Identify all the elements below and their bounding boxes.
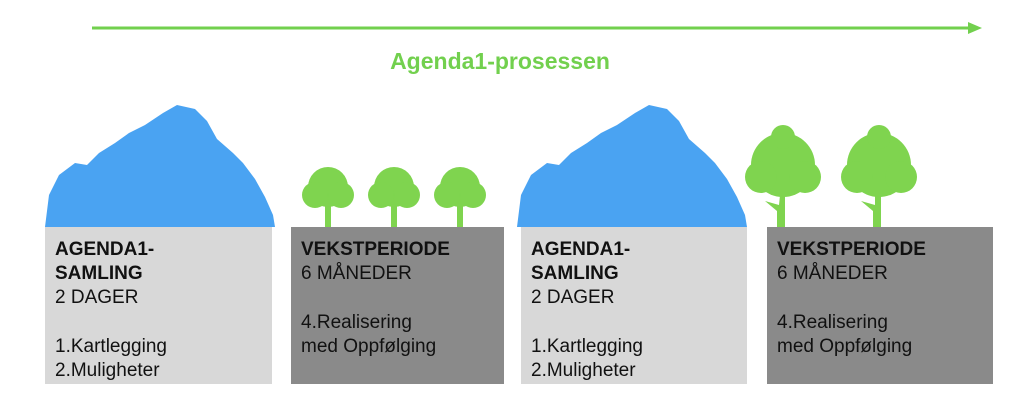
tree-group-icon — [302, 167, 486, 227]
phase-box-agenda1-samling: AGENDA1- SAMLING 2 DAGER 1.Kartlegging 2… — [521, 227, 747, 384]
phase-heading: SAMLING — [531, 263, 619, 284]
phase-item: 2.Muligheter — [531, 360, 636, 381]
phase-box-agenda1-samling: AGENDA1- SAMLING 2 DAGER 1.Kartlegging 2… — [45, 227, 272, 384]
phase-box-vekstperiode: VEKSTPERIODE 6 MÅNEDER 4.Realisering med… — [767, 227, 993, 384]
timeline-arrow — [92, 22, 982, 34]
process-title: Agenda1-prosessen — [390, 48, 610, 74]
phase-item: 1.Kartlegging — [531, 336, 643, 357]
phase-item: med Oppfølging — [777, 336, 913, 357]
phase-item: 1.Kartlegging — [55, 336, 167, 357]
phase-heading: AGENDA1- — [531, 239, 631, 260]
phase-duration: 2 DAGER — [531, 287, 615, 308]
phase-item: 4.Realisering — [777, 312, 888, 333]
tree-group-icon — [745, 125, 917, 227]
mountain-icon — [517, 105, 747, 227]
phase-heading: AGENDA1- — [55, 239, 155, 260]
phase-heading: SAMLING — [55, 263, 143, 284]
phase-heading: VEKSTPERIODE — [301, 239, 450, 260]
phase-duration: 6 MÅNEDER — [301, 263, 412, 284]
phase-item: 4.Realisering — [301, 312, 412, 333]
mountain-icon — [45, 105, 275, 227]
phase-duration: 2 DAGER — [55, 287, 139, 308]
phase-box-vekstperiode: VEKSTPERIODE 6 MÅNEDER 4.Realisering med… — [291, 227, 504, 384]
phase-duration: 6 MÅNEDER — [777, 263, 888, 284]
phase-item: med Oppfølging — [301, 336, 437, 357]
phase-heading: VEKSTPERIODE — [777, 239, 926, 260]
phase-item: 2.Muligheter — [55, 360, 160, 381]
